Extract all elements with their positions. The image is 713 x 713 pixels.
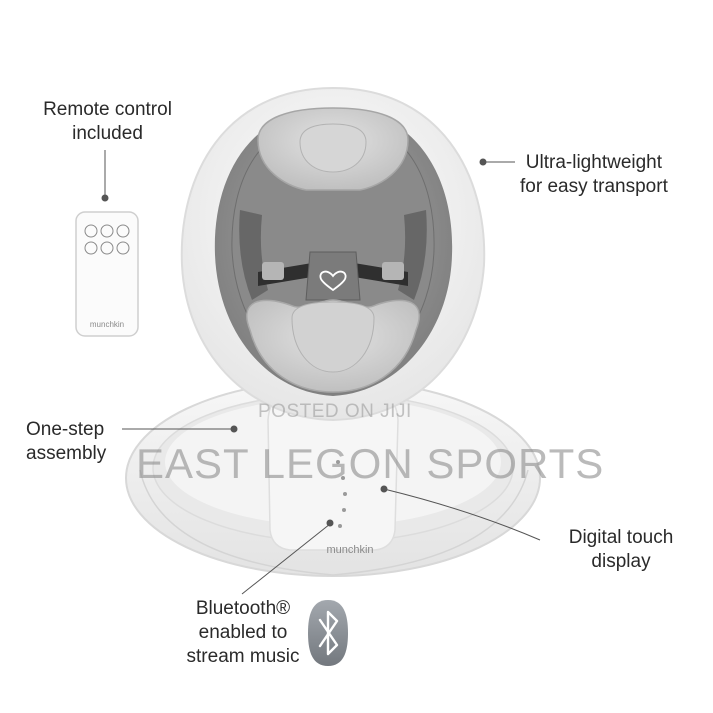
callout-leaders (101, 150, 541, 595)
callout-touch-line-2: display (591, 551, 651, 572)
callout-bluetooth-line-3: stream music (186, 646, 300, 667)
callout-bluetooth-line-1: Bluetooth® (195, 598, 291, 619)
remote-control (75, 211, 139, 337)
callout-remote-line-1: Remote control (43, 99, 172, 120)
callout-digital-touch-display: Digital touch display (546, 526, 696, 574)
callout-one-step-assembly: One-step assembly (26, 418, 106, 466)
callout-bluetooth: Bluetooth® enabled to stream music (168, 597, 318, 669)
callout-lightweight-line-1: Ultra-lightweight (525, 152, 663, 173)
callout-assembly-line-1: One-step (26, 419, 105, 440)
remote-logo: munchkin (90, 320, 124, 329)
base-logo: munchkin (326, 544, 373, 556)
callout-bluetooth-line-2: enabled to (198, 622, 288, 643)
callout-ultra-lightweight: Ultra-lightweight for easy transport (520, 151, 668, 199)
callout-remote-line-2: included (72, 123, 143, 144)
callout-lightweight-line-2: for easy transport (520, 176, 668, 197)
head-support (257, 107, 409, 191)
bluetooth-icon (308, 600, 348, 666)
callout-assembly-line-2: assembly (26, 443, 107, 464)
heart-icon (319, 270, 347, 292)
harness (258, 251, 408, 301)
callout-touch-line-1: Digital touch (568, 527, 674, 548)
callout-remote-control: Remote control included (0, 98, 215, 146)
watermark-posted: POSTED ON JIJI (258, 401, 412, 422)
swing-console (267, 384, 399, 551)
body-pad (246, 299, 420, 393)
watermark-store-name: EAST LEGON SPORTS (136, 440, 605, 487)
